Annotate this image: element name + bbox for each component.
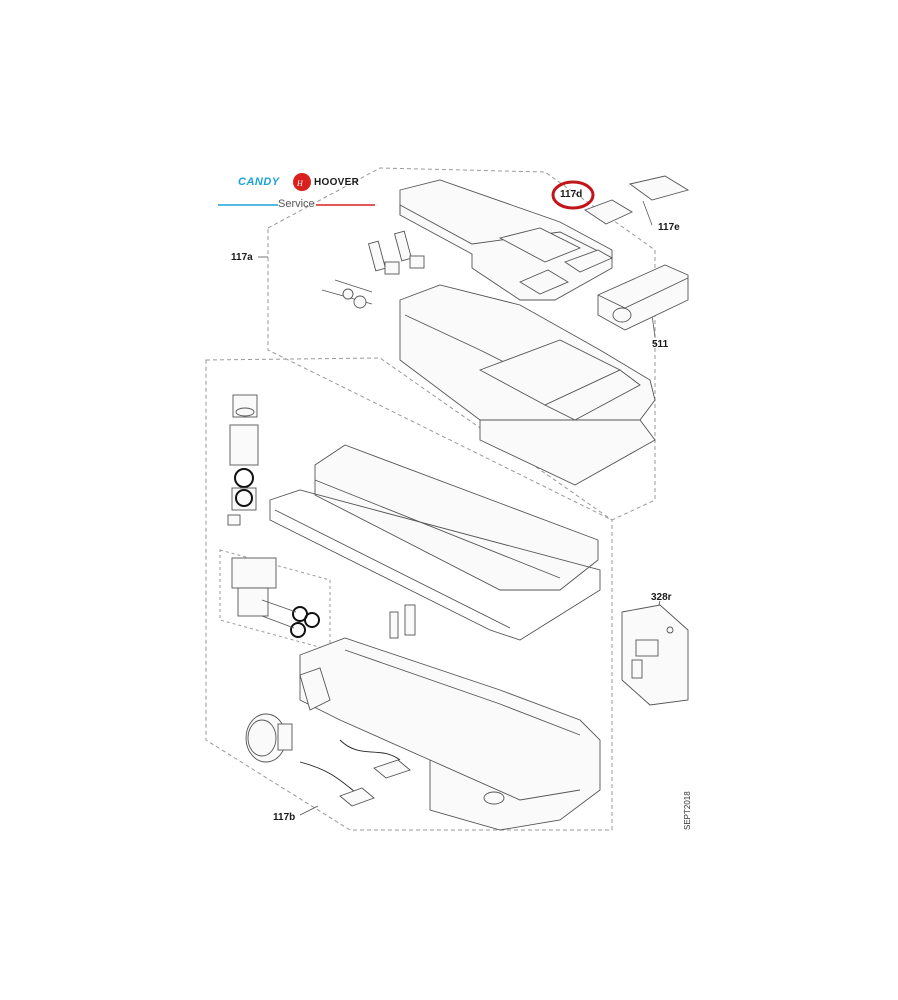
part-328r-control-board	[621, 604, 689, 706]
service-label: Service	[278, 198, 315, 210]
highlight-ring-117d	[551, 180, 595, 210]
dispenser-housing	[299, 637, 601, 831]
candy-logo-text: CANDY	[238, 176, 280, 188]
label-117e: 117e	[658, 222, 680, 233]
o-ring	[235, 489, 253, 507]
label-328r: 328r	[651, 592, 672, 603]
pump-motor	[245, 713, 293, 763]
hoover-logo-mark	[293, 173, 311, 191]
inlet-valve-column	[227, 394, 259, 526]
wiring-parts	[299, 604, 416, 807]
part-117d-seal	[584, 199, 633, 225]
solenoid-valve-block	[231, 557, 320, 638]
label-117d: 117d	[560, 189, 583, 200]
group-boundary-117a	[267, 167, 656, 521]
svg-text:H: H	[296, 179, 304, 188]
part-511-drawer	[597, 264, 689, 331]
part-117e-cap	[628, 175, 690, 201]
o-ring	[234, 468, 254, 488]
nozzle-fittings	[321, 230, 425, 309]
group-boundary-117b	[205, 357, 613, 831]
valve-spring	[304, 612, 320, 628]
valve-spring	[290, 622, 306, 638]
label-117a: 117a	[231, 252, 253, 263]
label-511: 511	[652, 339, 669, 350]
label-117b: 117b	[273, 812, 296, 823]
date-stamp: SEPT2018	[683, 791, 692, 830]
dispenser-seal-plate	[269, 444, 601, 641]
dispenser-top-cover	[399, 179, 614, 301]
hoover-logo-text: HOOVER	[314, 177, 360, 188]
dispenser-main-body	[399, 284, 656, 486]
